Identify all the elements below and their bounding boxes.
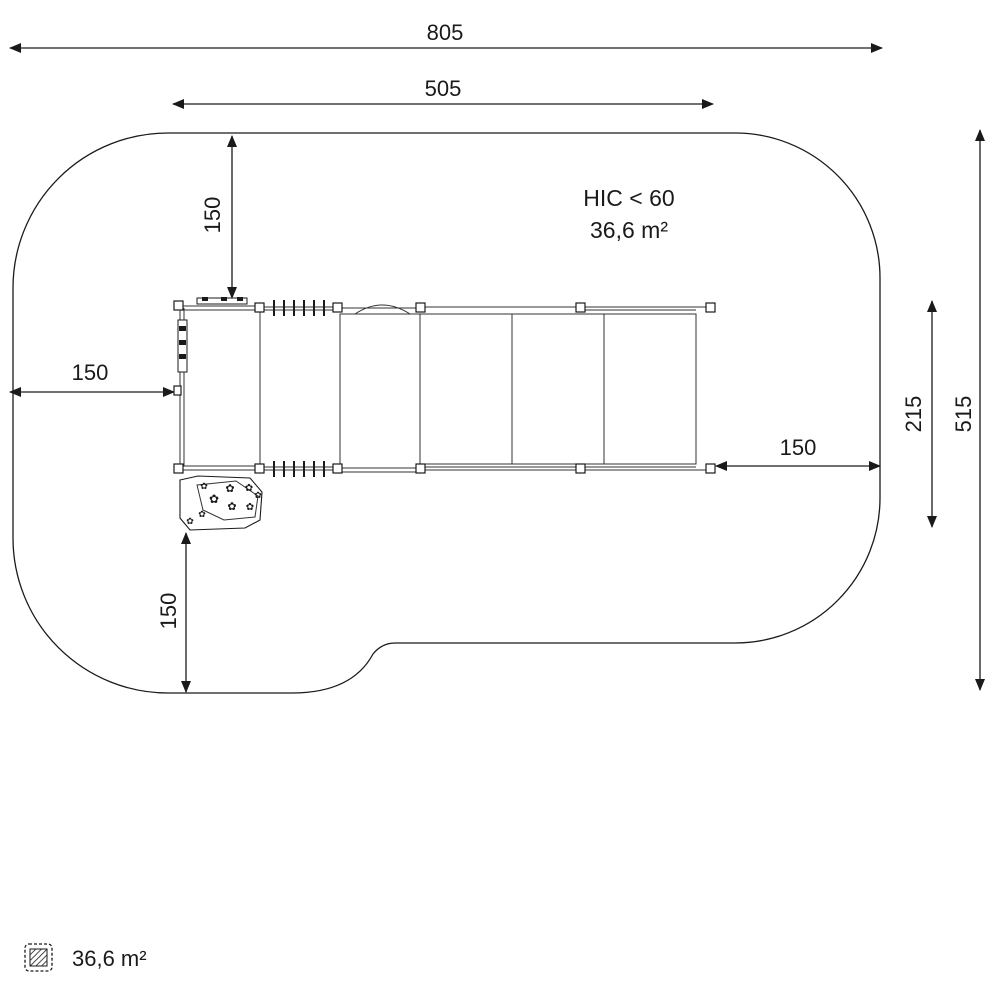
bridge-rail-bottom <box>260 461 340 477</box>
svg-text:✿: ✿ <box>200 481 208 491</box>
svg-text:✿: ✿ <box>246 502 254 513</box>
bridge-rail-top <box>260 300 340 316</box>
hatched-area-icon <box>24 943 53 972</box>
svg-text:✿: ✿ <box>209 492 219 506</box>
climbing-stone: ✿ ✿ ✿ ✿ ✿ ✿ ✿ ✿ ✿ <box>179 475 263 531</box>
dimension-structure-depth: 215 <box>901 300 937 528</box>
tower-platform <box>174 297 261 471</box>
svg-text:✿: ✿ <box>227 501 236 513</box>
dimension-structure-width: 505 <box>172 76 714 109</box>
play-structure: ✿ ✿ ✿ ✿ ✿ ✿ ✿ ✿ ✿ <box>173 297 716 531</box>
dimension-label-overall-depth: 515 <box>951 396 976 433</box>
legend-area-label: 36,6 m² <box>72 946 147 971</box>
dimension-overall-depth: 515 <box>951 129 985 691</box>
structure-posts <box>173 300 716 474</box>
dimension-clearance-right: 150 <box>715 435 881 471</box>
dimension-label-clearance-top: 150 <box>200 197 225 234</box>
svg-text:✿: ✿ <box>186 516 194 526</box>
dimension-label-structure-depth: 215 <box>901 396 926 433</box>
dimension-label-clearance-left: 150 <box>72 360 109 385</box>
dimension-label-overall-width: 805 <box>427 20 464 45</box>
dimension-clearance-left: 150 <box>9 360 175 397</box>
legend: 36,6 m² <box>24 943 147 972</box>
dimension-clearance-bottom: 150 <box>156 532 191 693</box>
dimension-label-structure-width: 505 <box>425 76 462 101</box>
svg-text:✿: ✿ <box>245 483 253 494</box>
safety-zone-area-label: 36,6 m² <box>590 217 668 243</box>
dimension-label-clearance-bottom: 150 <box>156 593 181 630</box>
bridge-deck <box>339 304 710 473</box>
dimension-clearance-top: 150 <box>200 135 237 299</box>
svg-text:✿: ✿ <box>198 509 206 519</box>
dimension-overall-width: 805 <box>9 20 883 53</box>
safety-zone-outline <box>12 132 881 694</box>
svg-text:✿: ✿ <box>225 483 234 495</box>
svg-text:✿: ✿ <box>254 490 262 500</box>
dimension-label-clearance-right: 150 <box>780 435 817 460</box>
hic-label: HIC < 60 <box>583 185 674 211</box>
